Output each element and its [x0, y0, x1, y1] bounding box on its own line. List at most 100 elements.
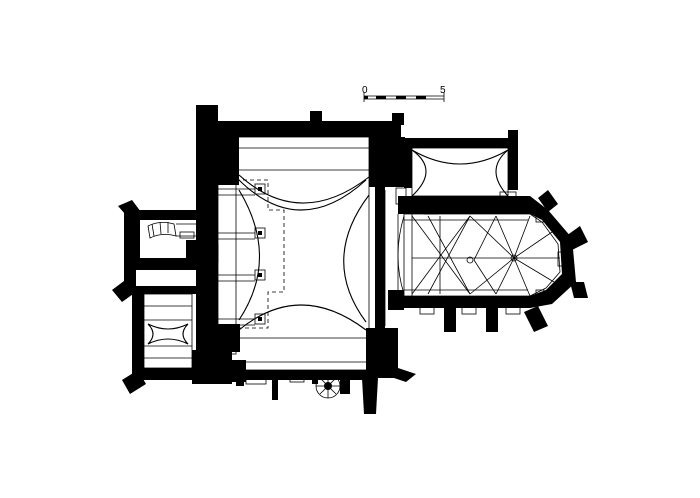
southeast-diagonal-buttress — [388, 366, 416, 382]
choir-north-wall — [398, 196, 530, 214]
apse-buttress — [538, 190, 558, 212]
apse-window — [557, 251, 569, 267]
sacristy-vault-arc — [495, 149, 509, 197]
vault-keystone — [510, 254, 518, 262]
porch-step — [151, 223, 155, 237]
choir-south-buttress — [486, 306, 498, 332]
southeast-buttress — [362, 378, 378, 414]
tower-doorway — [193, 243, 219, 263]
south-side-details — [236, 366, 416, 414]
choir-south-buttress — [444, 306, 456, 332]
tower-west-window — [127, 237, 139, 261]
choir-south-window — [461, 305, 477, 315]
scale-bar-segment — [416, 96, 426, 99]
sacristy-north-wall — [404, 138, 518, 148]
apse-vault-rib — [495, 215, 515, 259]
choir-inner-outline — [403, 213, 561, 297]
chapel-north-wall — [134, 286, 196, 294]
nave — [196, 105, 405, 382]
choir-niche — [423, 203, 439, 215]
sacristy-east-wall — [508, 130, 518, 190]
apse-window — [535, 211, 545, 223]
choir — [388, 190, 588, 332]
choir-niche-core — [428, 208, 434, 212]
chapel-vault — [147, 323, 189, 345]
vault-keystone — [466, 256, 474, 264]
stair-wall — [340, 380, 350, 394]
west-tower — [112, 200, 219, 302]
choir-south-wall — [398, 296, 530, 308]
nave-vault-arc-east — [343, 194, 370, 323]
nave-north-buttress — [310, 111, 322, 123]
sacristy-vault-arc — [411, 149, 509, 165]
south-window-sill — [289, 375, 305, 383]
nave-north-wall — [196, 121, 401, 137]
apse-window — [535, 289, 545, 301]
sacristy-west-wall — [404, 148, 412, 188]
chapel-inner-outline — [143, 293, 193, 369]
scale-bar-segment — [364, 96, 368, 99]
choir-vault-rib — [469, 257, 515, 295]
scale-bar-segment — [376, 96, 386, 99]
gallery-outline — [222, 179, 285, 329]
chapel-window — [161, 369, 177, 379]
nave-north-buttress — [392, 113, 404, 125]
choir-vault-rib — [469, 215, 515, 259]
nave-vault-arc-west — [238, 189, 260, 321]
spiral-stair-steps — [316, 374, 340, 398]
nave-south-wall — [244, 370, 372, 380]
apse-vault-rib — [513, 215, 531, 259]
apse-buttress — [570, 282, 588, 298]
sacristy-vault-arc — [411, 149, 427, 197]
tower-north-wall — [124, 210, 196, 220]
nave-southwest-pier — [200, 324, 240, 352]
apse-vault-rib — [513, 231, 553, 259]
apse-buttress — [524, 306, 548, 332]
nave-northwest-pier — [205, 137, 239, 185]
nave-vault-arc-south — [238, 304, 367, 331]
apse-vault-rib — [513, 257, 531, 297]
chapel-west-wall — [132, 286, 144, 378]
choir-step — [403, 299, 413, 307]
south-buttress — [272, 378, 278, 400]
gallery-column-core — [258, 317, 262, 321]
stair-wall — [312, 374, 318, 384]
apse-vault-rib — [513, 257, 555, 283]
nave-inner-outline — [217, 136, 370, 371]
apse-wall — [530, 196, 576, 308]
choir-vault-rib — [473, 215, 497, 261]
nave-vault-arc-north — [238, 174, 370, 204]
tower-pier-lower — [124, 270, 136, 290]
scale-label-start: 0 — [362, 85, 368, 96]
nave-east-wall-segment — [375, 187, 385, 328]
gallery-column-core — [258, 273, 262, 277]
arch-soffit — [397, 215, 405, 295]
chapel-southwest-buttress — [122, 370, 146, 394]
triumphal-arch — [384, 190, 405, 326]
choir-vault-rib — [473, 259, 497, 295]
sacristy — [395, 130, 518, 205]
south-buttress — [236, 378, 244, 386]
apse-vault-rib — [495, 257, 515, 295]
porch-threshold — [179, 231, 195, 239]
choir-south-window — [419, 305, 435, 315]
choir-south-window — [505, 305, 521, 315]
gallery-column-core — [258, 231, 262, 235]
tower-mid-wall — [140, 258, 196, 270]
south-window-sill — [245, 377, 267, 385]
nave-northeast-pier — [369, 137, 405, 187]
scale-bar-segment — [396, 96, 406, 99]
apse-buttress — [566, 226, 588, 250]
chapel-arch — [199, 343, 237, 355]
chapel-southeast-pier — [192, 350, 232, 384]
porch-step — [159, 221, 162, 235]
choir-vault-rib — [427, 215, 471, 295]
scale-label-end: 5 — [440, 85, 446, 96]
choir-southwest-pier — [388, 290, 404, 310]
scale-bar: 0 5 — [362, 85, 446, 102]
southwest-chapel — [122, 286, 237, 394]
nave-vault-rib — [238, 179, 367, 211]
choir-vault-rib — [411, 215, 471, 295]
tower-northwest-buttress — [118, 200, 144, 222]
